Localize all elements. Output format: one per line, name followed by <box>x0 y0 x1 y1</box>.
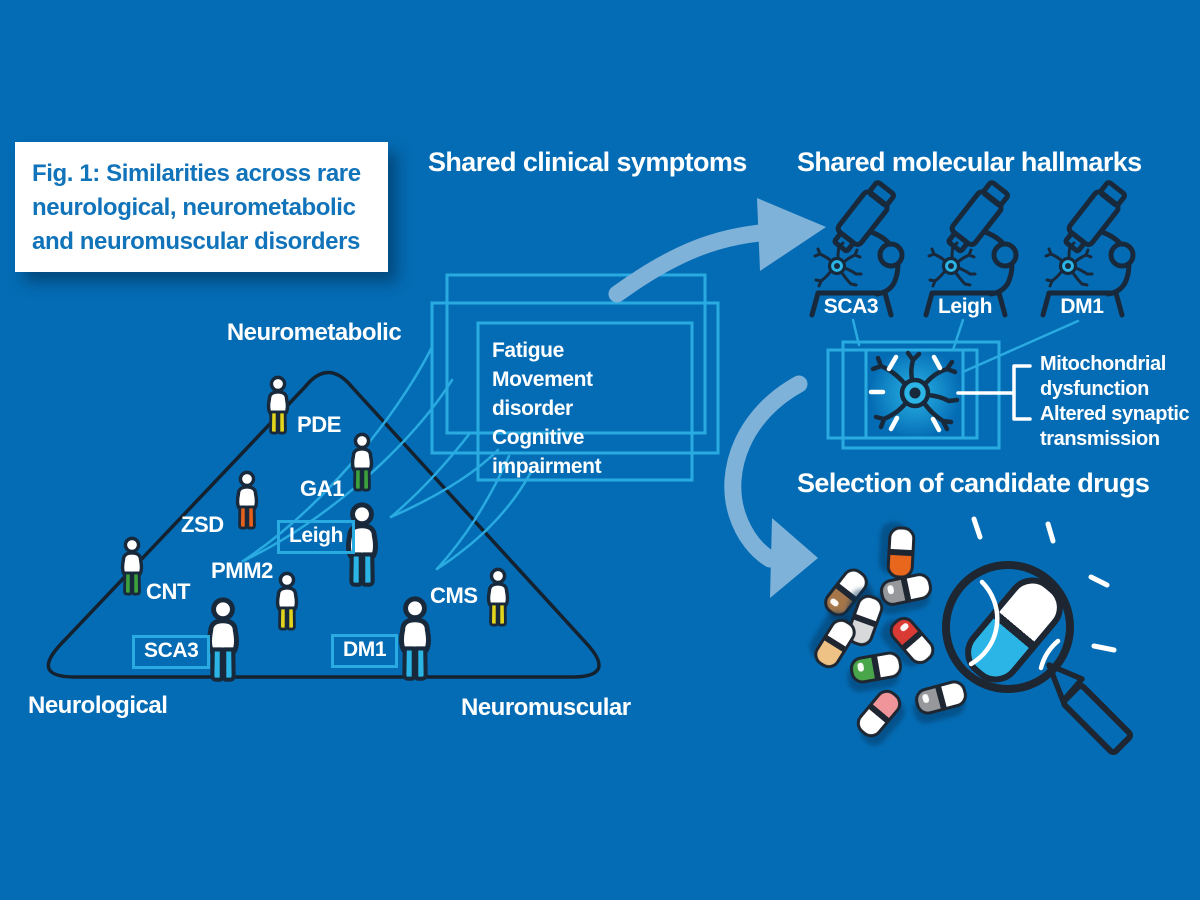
hallmark-pointer <box>956 364 1032 421</box>
person-zsd <box>231 470 263 537</box>
pill-1 <box>886 525 916 579</box>
vertex-neuromuscular: Neuromuscular <box>461 694 631 721</box>
disease-box-leigh: Leigh <box>277 520 355 554</box>
heading-clinical-symptoms: Shared clinical symptoms <box>428 147 747 177</box>
person-pde <box>262 375 294 442</box>
symptom-item: Movement disorder <box>492 368 593 420</box>
disorder-triangle <box>46 370 601 679</box>
speech-bubble <box>430 273 720 482</box>
disease-label-ga1: GA1 <box>300 476 345 501</box>
sample-label-dm1: DM1 <box>1060 295 1104 318</box>
disease-label-cnt: CNT <box>146 579 191 604</box>
person-cms <box>482 567 514 634</box>
vertex-neurometabolic: Neurometabolic <box>226 319 402 346</box>
disease-label-pmm2: PMM2 <box>211 558 273 583</box>
hallmark-synaptic: Altered synaptic transmission <box>1040 403 1190 450</box>
symptom-item: Cognitive impairment <box>492 426 602 478</box>
disease-label-cms: CMS <box>430 583 478 608</box>
person-ga1 <box>346 432 378 499</box>
heading-molecular-hallmarks: Shared molecular hallmarks <box>797 147 1142 177</box>
caption-line: Fig. 1: Similarities across rare <box>32 160 361 187</box>
neuron-sparkle-dashes <box>868 354 943 433</box>
sample-label-sca3: SCA3 <box>823 295 879 318</box>
vertex-neurological: Neurological <box>28 692 168 719</box>
heading-candidate-drugs: Selection of candidate drugs <box>797 468 1150 498</box>
symptom-list: Fatigue Movement disorder Cognitive impa… <box>492 336 602 481</box>
arrow-to-drugs <box>724 375 818 598</box>
disease-box-dm1: DM1 <box>331 634 399 668</box>
disease-label-pde: PDE <box>297 412 342 437</box>
caption-line: and neuromuscular disorders <box>32 228 360 255</box>
disease-box-sca3: SCA3 <box>132 635 211 669</box>
figure-caption-box: Fig. 1: Similarities across rare neurolo… <box>15 142 388 272</box>
caption-line: neurological, neurometabolic <box>32 194 356 221</box>
person-cnt <box>116 536 148 603</box>
person-dm1 <box>392 596 438 691</box>
hallmark-mitochondrial: Mitochondrial dysfunction <box>1040 353 1166 400</box>
sample-label-leigh: Leigh <box>938 295 992 318</box>
symptom-item: Fatigue <box>492 339 564 362</box>
person-pmm2 <box>271 571 303 638</box>
arrow-to-hallmarks <box>608 198 826 303</box>
disease-label-zsd: ZSD <box>181 512 224 537</box>
neuron-illustration <box>868 347 961 439</box>
